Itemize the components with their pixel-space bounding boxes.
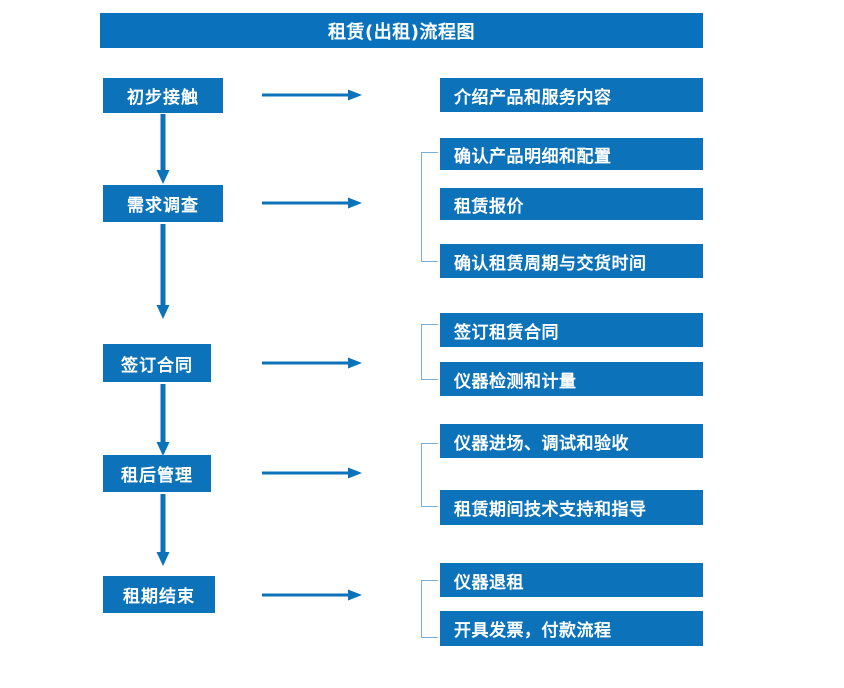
right-arrow-icon-stage-5 (262, 588, 362, 602)
down-arrow-icon-stage-4-to-5 (156, 494, 170, 566)
detail-box-3-1[interactable]: 签订租赁合同 (440, 313, 703, 347)
down-arrow-icon-stage-2-to-3 (156, 224, 170, 319)
group-bracket-stage-4 (421, 443, 438, 507)
group-bracket-stage-2 (421, 152, 438, 262)
detail-box-2-2[interactable]: 租赁报价 (440, 188, 703, 220)
right-arrow-icon-stage-2 (262, 196, 362, 210)
detail-box-4-1[interactable]: 仪器进场、调试和验收 (440, 424, 703, 458)
stage-box-initial-contact[interactable]: 初步接触 (103, 78, 223, 113)
stage-box-requirement-survey[interactable]: 需求调查 (103, 185, 223, 222)
stage-box-lease-end[interactable]: 租期结束 (103, 576, 215, 613)
detail-box-5-2[interactable]: 开具发票，付款流程 (440, 611, 703, 646)
detail-box-3-2[interactable]: 仪器检测和计量 (440, 362, 703, 396)
detail-box-5-1[interactable]: 仪器退租 (440, 563, 703, 597)
right-arrow-icon-stage-1 (262, 88, 362, 102)
right-arrow-icon-stage-3 (262, 356, 362, 370)
detail-box-4-2[interactable]: 租赁期间技术支持和指导 (440, 490, 703, 525)
detail-box-1-1[interactable]: 介绍产品和服务内容 (440, 78, 703, 112)
detail-box-2-3[interactable]: 确认租赁周期与交货时间 (440, 244, 703, 278)
group-bracket-stage-5 (421, 580, 438, 638)
group-bracket-stage-3 (421, 324, 438, 380)
right-arrow-icon-stage-4 (262, 466, 362, 480)
detail-box-2-1[interactable]: 确认产品明细和配置 (440, 138, 703, 170)
stage-box-post-rental-management[interactable]: 租后管理 (103, 455, 211, 492)
down-arrow-icon-stage-1-to-2 (156, 114, 170, 184)
down-arrow-icon-stage-3-to-4 (156, 384, 170, 456)
page-title: 租赁(出租)流程图 (100, 13, 703, 48)
stage-box-sign-contract[interactable]: 签订合同 (103, 344, 211, 382)
